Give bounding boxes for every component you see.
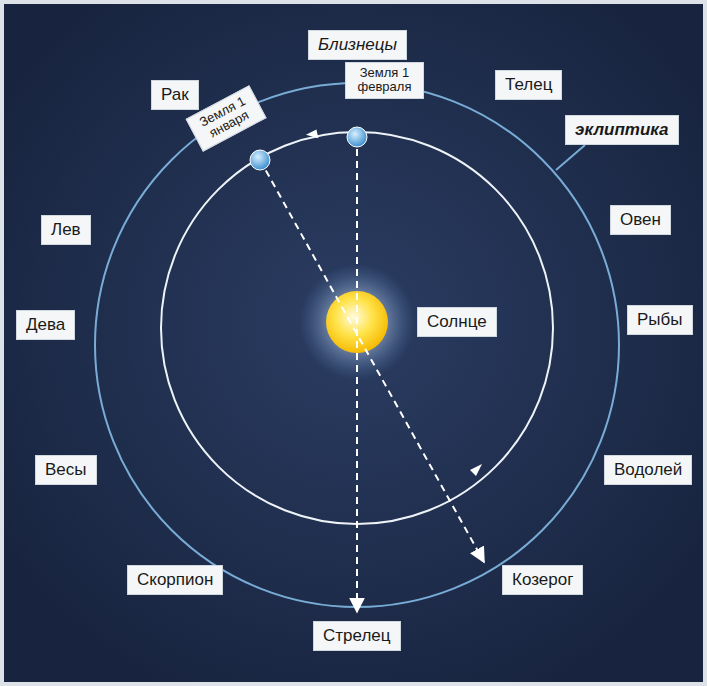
label-text: Овен [620, 210, 661, 230]
label-text: Земля 1 февраля [352, 66, 417, 95]
label-text: Водолей [614, 460, 682, 480]
constellation-label: Лев [41, 215, 91, 245]
label-text: Весы [45, 460, 87, 480]
orbit-arrow [306, 129, 319, 139]
label-text: Рак [161, 85, 189, 105]
label-text: Рыбы [637, 310, 683, 330]
label-text: Козерог [512, 570, 573, 590]
constellation-label: Телец [495, 70, 562, 100]
constellation-label: Водолей [604, 455, 692, 485]
constellation-label: Дева [16, 310, 75, 340]
constellation-label: Козерог [502, 565, 583, 595]
label-text: Дева [26, 315, 65, 335]
constellation-label: Земля 1 февраля [345, 62, 424, 99]
sight-line [356, 137, 358, 612]
label-text: Скорпион [137, 570, 213, 590]
label-text: Лев [51, 220, 81, 240]
label-text: Солнце [427, 312, 487, 332]
label-text: Телец [505, 75, 552, 95]
constellation-label: Рыбы [627, 305, 693, 335]
constellation-label: Рак [151, 80, 199, 110]
orbit-arrow [470, 464, 482, 476]
constellation-label: Овен [610, 205, 671, 235]
earth [250, 150, 270, 170]
constellation-label: Скорпион [127, 565, 223, 595]
constellation-label: Солнце [417, 307, 497, 337]
constellation-label: Весы [35, 455, 97, 485]
label-text: Стрелец [323, 626, 391, 646]
constellation-label: Стрелец [313, 621, 401, 651]
leader-line [556, 145, 585, 170]
earth [347, 127, 367, 147]
constellation-label: эклиптика [565, 115, 679, 145]
label-text: эклиптика [575, 120, 669, 140]
night-sky [4, 4, 703, 682]
sight-line [260, 160, 484, 562]
constellation-label: Близнецы [308, 30, 407, 60]
label-text: Близнецы [318, 35, 397, 55]
